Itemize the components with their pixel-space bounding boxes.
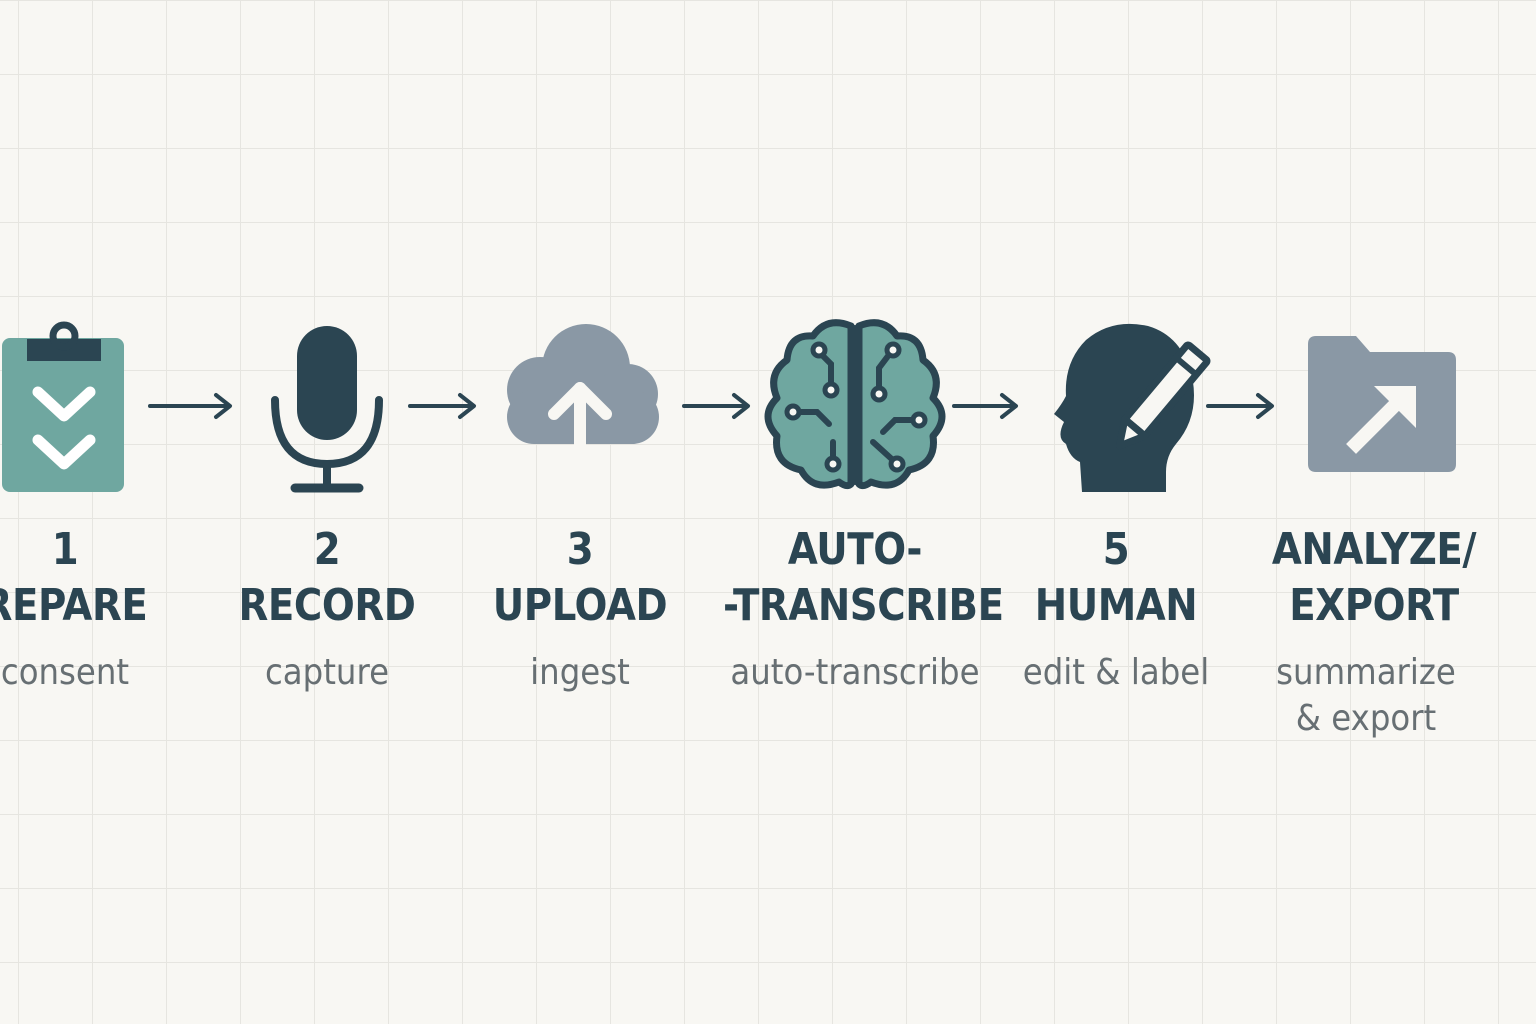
cloud-upload-icon <box>480 312 680 502</box>
step-title: REPARE <box>0 580 148 631</box>
step-title: RECORD <box>238 580 416 631</box>
step-human: 5 HUMAN edit & label <box>966 0 1266 1024</box>
step-title-line1: AUTO- <box>787 524 923 575</box>
brain-icon <box>755 312 955 502</box>
step-number: 5 <box>1102 524 1130 575</box>
step-analyze-export: ANALYZE/ EXPORT summarize & export <box>1224 0 1524 1024</box>
step-subtitle: capture <box>264 652 390 693</box>
step-number: 1 <box>51 524 79 575</box>
step-title-line1: ANALYZE/ <box>1271 524 1477 575</box>
arrow-right-icon <box>1206 390 1296 422</box>
microphone-icon <box>227 312 427 502</box>
step-subtitle: edit & label <box>1022 652 1210 693</box>
step-number: 2 <box>313 524 341 575</box>
arrow-right-icon <box>682 390 772 422</box>
human-edit-icon <box>1016 312 1216 502</box>
arrow-right-icon <box>952 390 1042 422</box>
step-number: 3 <box>566 524 594 575</box>
arrow-right-icon <box>408 390 498 422</box>
step-auto-transcribe: AUTO- -TRANSCRIBE auto-transcribe <box>705 0 1005 1024</box>
step-upload: 3 UPLOAD ingest <box>430 0 730 1024</box>
step-record: 2 RECORD capture <box>177 0 477 1024</box>
step-subtitle: consent <box>0 652 130 693</box>
folder-export-icon <box>1274 312 1474 502</box>
step-subtitle: summarize & export <box>1276 652 1456 739</box>
step-title: UPLOAD <box>492 580 668 631</box>
step-title-line2: EXPORT <box>1289 580 1459 631</box>
clipboard-check-icon <box>0 312 165 502</box>
step-title: HUMAN <box>1034 580 1198 631</box>
step-subtitle: auto-transcribe <box>730 652 980 693</box>
step-title-line2: -TRANSCRIBE <box>723 580 1004 631</box>
arrow-right-icon <box>148 390 238 422</box>
step-prepare: 1 REPARE consent <box>0 0 215 1024</box>
step-subtitle: ingest <box>530 652 630 693</box>
